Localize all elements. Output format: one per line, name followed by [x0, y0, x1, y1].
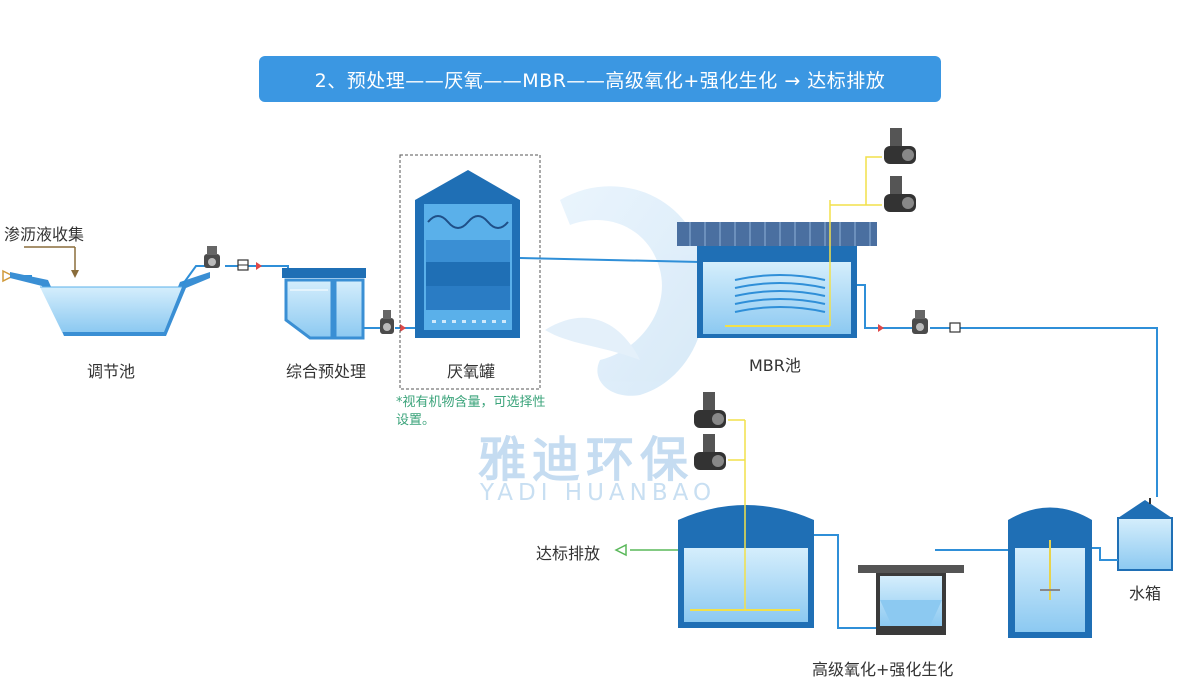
process-title: 2、预处理——厌氧——MBR——高级氧化+强化生化 → 达标排放: [259, 56, 941, 102]
optional-note: *视有机物含量，可选择性设置。: [396, 395, 546, 428]
label-advanced: 高级氧化+强化生化: [812, 660, 954, 679]
label-regulating-pool: 调节池: [87, 362, 136, 381]
pretreatment-unit: [282, 268, 366, 340]
valve-icon: [237, 259, 249, 271]
pipe-advanced-to-final: [810, 534, 876, 629]
final-tank: [678, 420, 814, 628]
water-tank: [1117, 498, 1173, 571]
blower-icon: [694, 434, 726, 470]
watermark-cn: 雅迪环保: [478, 432, 695, 488]
advanced-oxidation-unit: [858, 565, 964, 635]
blower-icon: [884, 176, 916, 212]
reactor-tank: [1008, 507, 1092, 638]
check-valve-icon: [878, 324, 884, 332]
mbr-pool: [677, 200, 877, 338]
check-valve-icon: [400, 324, 406, 332]
pump-icon: [204, 246, 220, 268]
label-water-tank: 水箱: [1129, 584, 1162, 603]
blower-icon: [884, 128, 916, 164]
optional-dashed-box: [399, 154, 541, 390]
valve-icon: [949, 322, 961, 333]
anaerobic-tank: [415, 170, 520, 338]
blower-icon: [694, 392, 726, 428]
label-collect: 渗沥液收集: [4, 225, 85, 244]
check-valve-icon: [256, 262, 262, 270]
label-mbr-pool: MBR池: [749, 356, 801, 375]
air-lines: [728, 419, 745, 461]
discharge-pipe: [614, 543, 678, 557]
watermark-en: YADI HUANBAO: [480, 480, 717, 506]
pipe-anaerobic-to-mbr: [519, 257, 701, 263]
pump-icon: [380, 310, 394, 334]
watermark-logo: [545, 186, 707, 396]
pump-icon: [912, 310, 928, 334]
label-pretreatment: 综合预处理: [286, 362, 367, 381]
regulating-pool: [10, 272, 210, 336]
label-discharge: 达标排放: [536, 544, 601, 563]
label-anaerobic-tank: 厌氧罐: [447, 362, 496, 381]
pipe-mbr-to-watertank: [857, 284, 1158, 497]
air-lines: [830, 156, 882, 206]
